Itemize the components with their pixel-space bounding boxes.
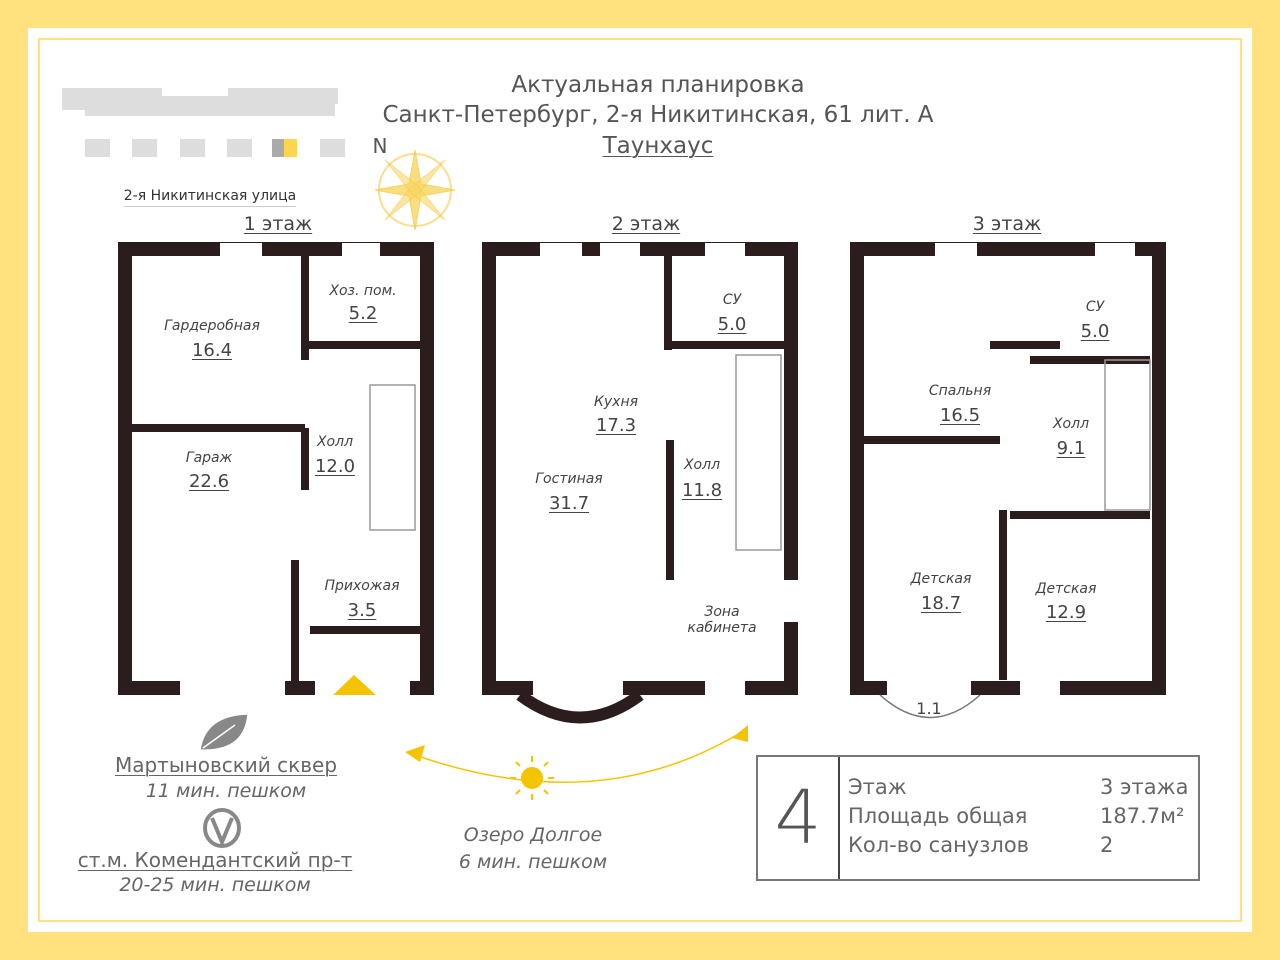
street-label: 2-я Никитинская улица bbox=[123, 188, 297, 207]
room-area: 5.2 bbox=[348, 303, 378, 324]
interior-walls bbox=[130, 255, 1150, 690]
room-name: Холл bbox=[1052, 416, 1090, 432]
room-area: 22.6 bbox=[188, 471, 230, 492]
room-name: Прихожая bbox=[324, 578, 400, 594]
floor-3-label: 3 этаж bbox=[972, 213, 1042, 235]
page-background bbox=[28, 28, 1252, 932]
walls bbox=[118, 242, 1166, 695]
floor-1-label: 1 этаж bbox=[243, 213, 313, 235]
sun-icon bbox=[510, 756, 554, 800]
place-name: Озеро Долгое bbox=[463, 824, 603, 846]
room-name: Хоз. пом. bbox=[329, 283, 397, 299]
room-area: 18.7 bbox=[920, 593, 962, 614]
room-area: 5.0 bbox=[1080, 321, 1110, 342]
stairs bbox=[369, 354, 1151, 551]
compass-north-label: N bbox=[372, 134, 388, 158]
room-area: 12.0 bbox=[314, 456, 356, 477]
place-time: 11 мин. пешком bbox=[145, 780, 307, 802]
info-value: 2 bbox=[1100, 833, 1114, 857]
room-area: 16.5 bbox=[939, 405, 981, 426]
property-type: Таунхаус bbox=[602, 133, 714, 159]
place-time: 20-25 мин. пешком bbox=[119, 874, 311, 896]
frame-line bbox=[38, 38, 1242, 922]
sun-path bbox=[405, 725, 748, 800]
room-area: 17.3 bbox=[595, 415, 637, 436]
bay-window bbox=[516, 690, 644, 724]
info-label: Площадь общая bbox=[848, 804, 1028, 828]
room-area: 5.0 bbox=[717, 314, 747, 335]
room-area: 16.4 bbox=[191, 340, 233, 361]
room-name: Гостиная bbox=[535, 471, 603, 487]
room-name: Зона кабинета bbox=[687, 604, 757, 636]
place-name: ст.м. Комендантский пр-т bbox=[77, 848, 353, 872]
info-value: 187.7м² bbox=[1100, 804, 1185, 828]
compass-icon bbox=[374, 149, 456, 231]
room-name: Гараж bbox=[185, 450, 233, 466]
room-name: Кухня bbox=[593, 394, 639, 410]
room-name: Спальня bbox=[928, 383, 992, 399]
address: Санкт-Петербург, 2-я Никитинская, 61 лит… bbox=[382, 102, 934, 128]
balcony bbox=[879, 694, 981, 719]
room-name: Холл bbox=[316, 434, 354, 450]
unit-number: 4 bbox=[758, 757, 840, 879]
place-time: 6 мин. пешком bbox=[458, 851, 608, 873]
room-name: Гардеробная bbox=[164, 318, 260, 334]
balcony-area: 1.1 bbox=[916, 699, 942, 718]
room-name: СУ bbox=[722, 292, 742, 308]
room-name: СУ bbox=[1085, 299, 1105, 315]
room-name: Холл bbox=[683, 457, 721, 473]
info-label: Этаж bbox=[848, 775, 907, 799]
room-name: Детская bbox=[910, 571, 972, 587]
room-area: 31.7 bbox=[548, 493, 590, 514]
place-name: Мартыновский сквер bbox=[114, 753, 338, 777]
entrance-arrow-icon bbox=[333, 675, 376, 695]
room-area: 3.5 bbox=[347, 600, 377, 621]
metro-icon bbox=[203, 808, 241, 848]
floor-2-label: 2 этаж bbox=[611, 213, 681, 235]
room-area: 11.8 bbox=[681, 480, 723, 501]
info-label: Кол-во санузлов bbox=[848, 833, 1030, 857]
info-value: 3 этажа bbox=[1100, 775, 1189, 799]
room-area: 12.9 bbox=[1045, 602, 1087, 623]
room-area: 9.1 bbox=[1056, 438, 1086, 459]
leaf-icon bbox=[199, 713, 249, 751]
plan-title: Актуальная планировка bbox=[511, 72, 805, 98]
info-box: 4 Этаж 3 этажа Площадь общая 187.7м² Кол… bbox=[756, 755, 1200, 881]
room-name: Детская bbox=[1035, 581, 1097, 597]
